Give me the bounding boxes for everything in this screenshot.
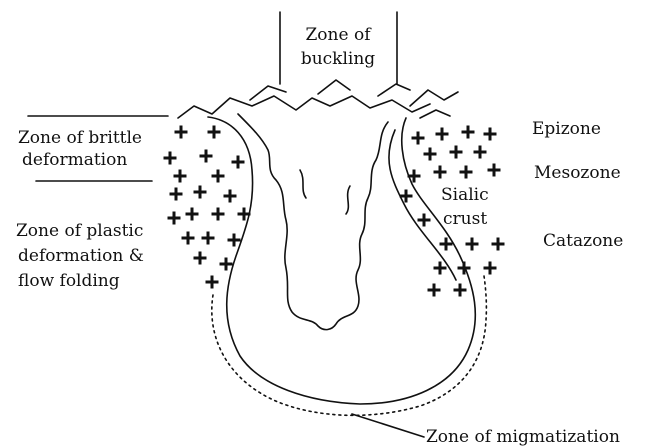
surface-fracture-d — [410, 90, 458, 106]
epizone-label: Epizone — [532, 119, 601, 139]
crust-plus-mark — [435, 263, 445, 273]
crust-plus-mark — [463, 127, 473, 137]
crust-plus-mark — [493, 239, 503, 249]
crust-plus-mark — [203, 233, 213, 243]
crust-plus-mark — [441, 239, 451, 249]
crust-plus-mark — [435, 167, 445, 177]
crust-plus-mark — [195, 187, 205, 197]
migmatization-dotted-boundary — [212, 276, 487, 415]
sialic-crust-line2: crust — [443, 209, 487, 229]
inner-intrusion-lobe-2 — [346, 186, 350, 214]
catazone-label: Catazone — [543, 231, 623, 251]
crust-plus-mark — [419, 215, 429, 225]
crust-plus-mark — [225, 191, 235, 201]
zone-plastic-line1: Zone of plastic — [16, 221, 143, 241]
crust-plus-mark — [467, 239, 477, 249]
crust-plus-mark — [489, 165, 499, 175]
crust-plus-mark — [221, 259, 231, 269]
crust-plus-mark — [429, 285, 439, 295]
crust-plus-mark — [213, 171, 223, 181]
crust-plus-mark — [201, 151, 211, 161]
crust-plus-mark — [437, 129, 447, 139]
crust-plus-mark — [183, 233, 193, 243]
zone-plastic-line2: deformation & — [18, 246, 144, 266]
zone-brittle-line1: Zone of brittle — [18, 128, 142, 148]
crust-plus-mark — [451, 147, 461, 157]
crust-plus-mark — [175, 171, 185, 181]
crust-plus-mark — [413, 133, 423, 143]
crust-plus-mark — [171, 189, 181, 199]
zone-buckling-line2: buckling — [301, 49, 375, 69]
migmatization-leader-line — [352, 414, 424, 437]
crust-contact-line — [389, 130, 456, 280]
crust-plus-mark — [229, 235, 239, 245]
crust-plus-mark — [187, 209, 197, 219]
surface-fracture-e — [420, 110, 450, 118]
crust-plus-mark — [176, 127, 186, 137]
mesozone-label: Mesozone — [534, 163, 621, 183]
crust-plus-mark — [459, 263, 469, 273]
crust-plus-mark — [165, 153, 175, 163]
crust-plus-mark — [475, 147, 485, 157]
crust-plus-mark — [239, 209, 249, 219]
crust-plus-mark — [455, 285, 465, 295]
crust-plus-mark — [461, 167, 471, 177]
crust-plus-mark — [169, 213, 179, 223]
zone-brittle-line2: deformation — [22, 150, 127, 170]
crust-plus-mark — [195, 253, 205, 263]
crust-plus-mark — [485, 263, 495, 273]
surface-fracture-c — [378, 84, 410, 96]
zone-plastic-line3: flow folding — [18, 271, 120, 291]
crust-plus-mark — [209, 127, 219, 137]
sialic-crust-line1: Sialic — [441, 185, 489, 205]
surface-fracture-b — [318, 80, 350, 94]
crust-plus-mark — [207, 277, 217, 287]
zone-buckling-line1: Zone of — [306, 25, 373, 45]
crust-plus-mark — [233, 157, 243, 167]
inner-intrusion-outline — [238, 114, 388, 330]
crust-plus-mark — [485, 129, 495, 139]
zone-migmatization-label: Zone of migmatization — [426, 427, 620, 447]
inner-intrusion-lobe-1 — [300, 170, 306, 198]
crust-plus-mark — [425, 149, 435, 159]
surface-fracture-main — [178, 96, 430, 118]
pluton-boundary — [208, 117, 475, 404]
crust-plus-mark — [213, 209, 223, 219]
